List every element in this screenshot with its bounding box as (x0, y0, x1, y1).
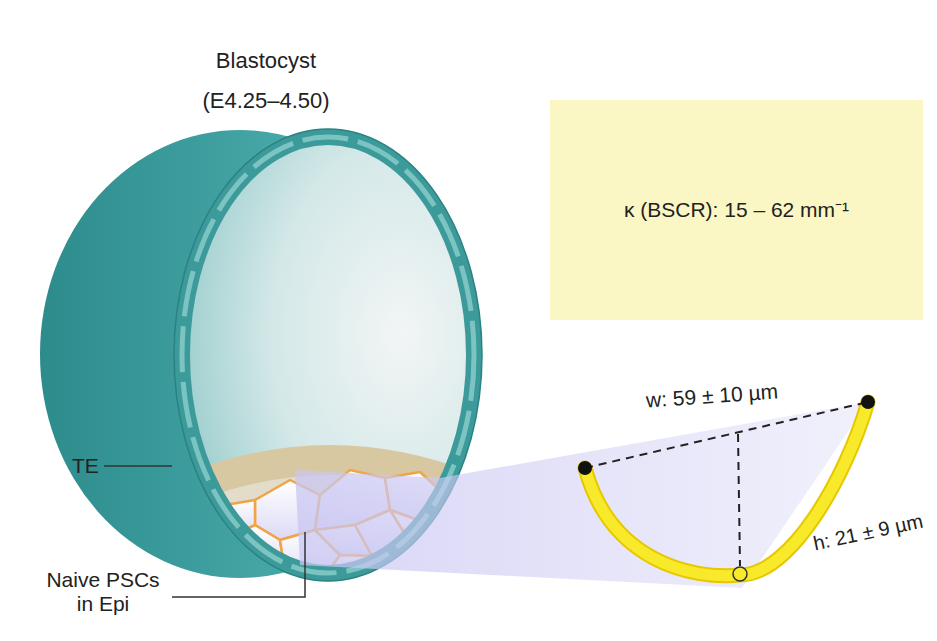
value-text: κ (BSCR): 15 – 62 mm⁻¹ (624, 197, 849, 223)
end-point (578, 461, 592, 475)
part-label: Naive PSCs in Epi (40, 568, 166, 616)
width-dimension (585, 402, 868, 468)
height-dimension (738, 434, 740, 566)
value-box: κ (BSCR): 15 – 62 mm⁻¹ (550, 100, 923, 320)
leader-line (172, 532, 305, 597)
zoom-beam (295, 402, 868, 588)
part-label: TE (72, 454, 112, 478)
leader-line (104, 465, 172, 467)
dimension-label: w: 59 ± 10 µm (611, 377, 812, 415)
figure-title: Blastocyst (156, 49, 376, 73)
end-point (861, 395, 875, 409)
apex-point (733, 567, 747, 581)
stage-label: (E4.25–4.50) (146, 89, 386, 113)
